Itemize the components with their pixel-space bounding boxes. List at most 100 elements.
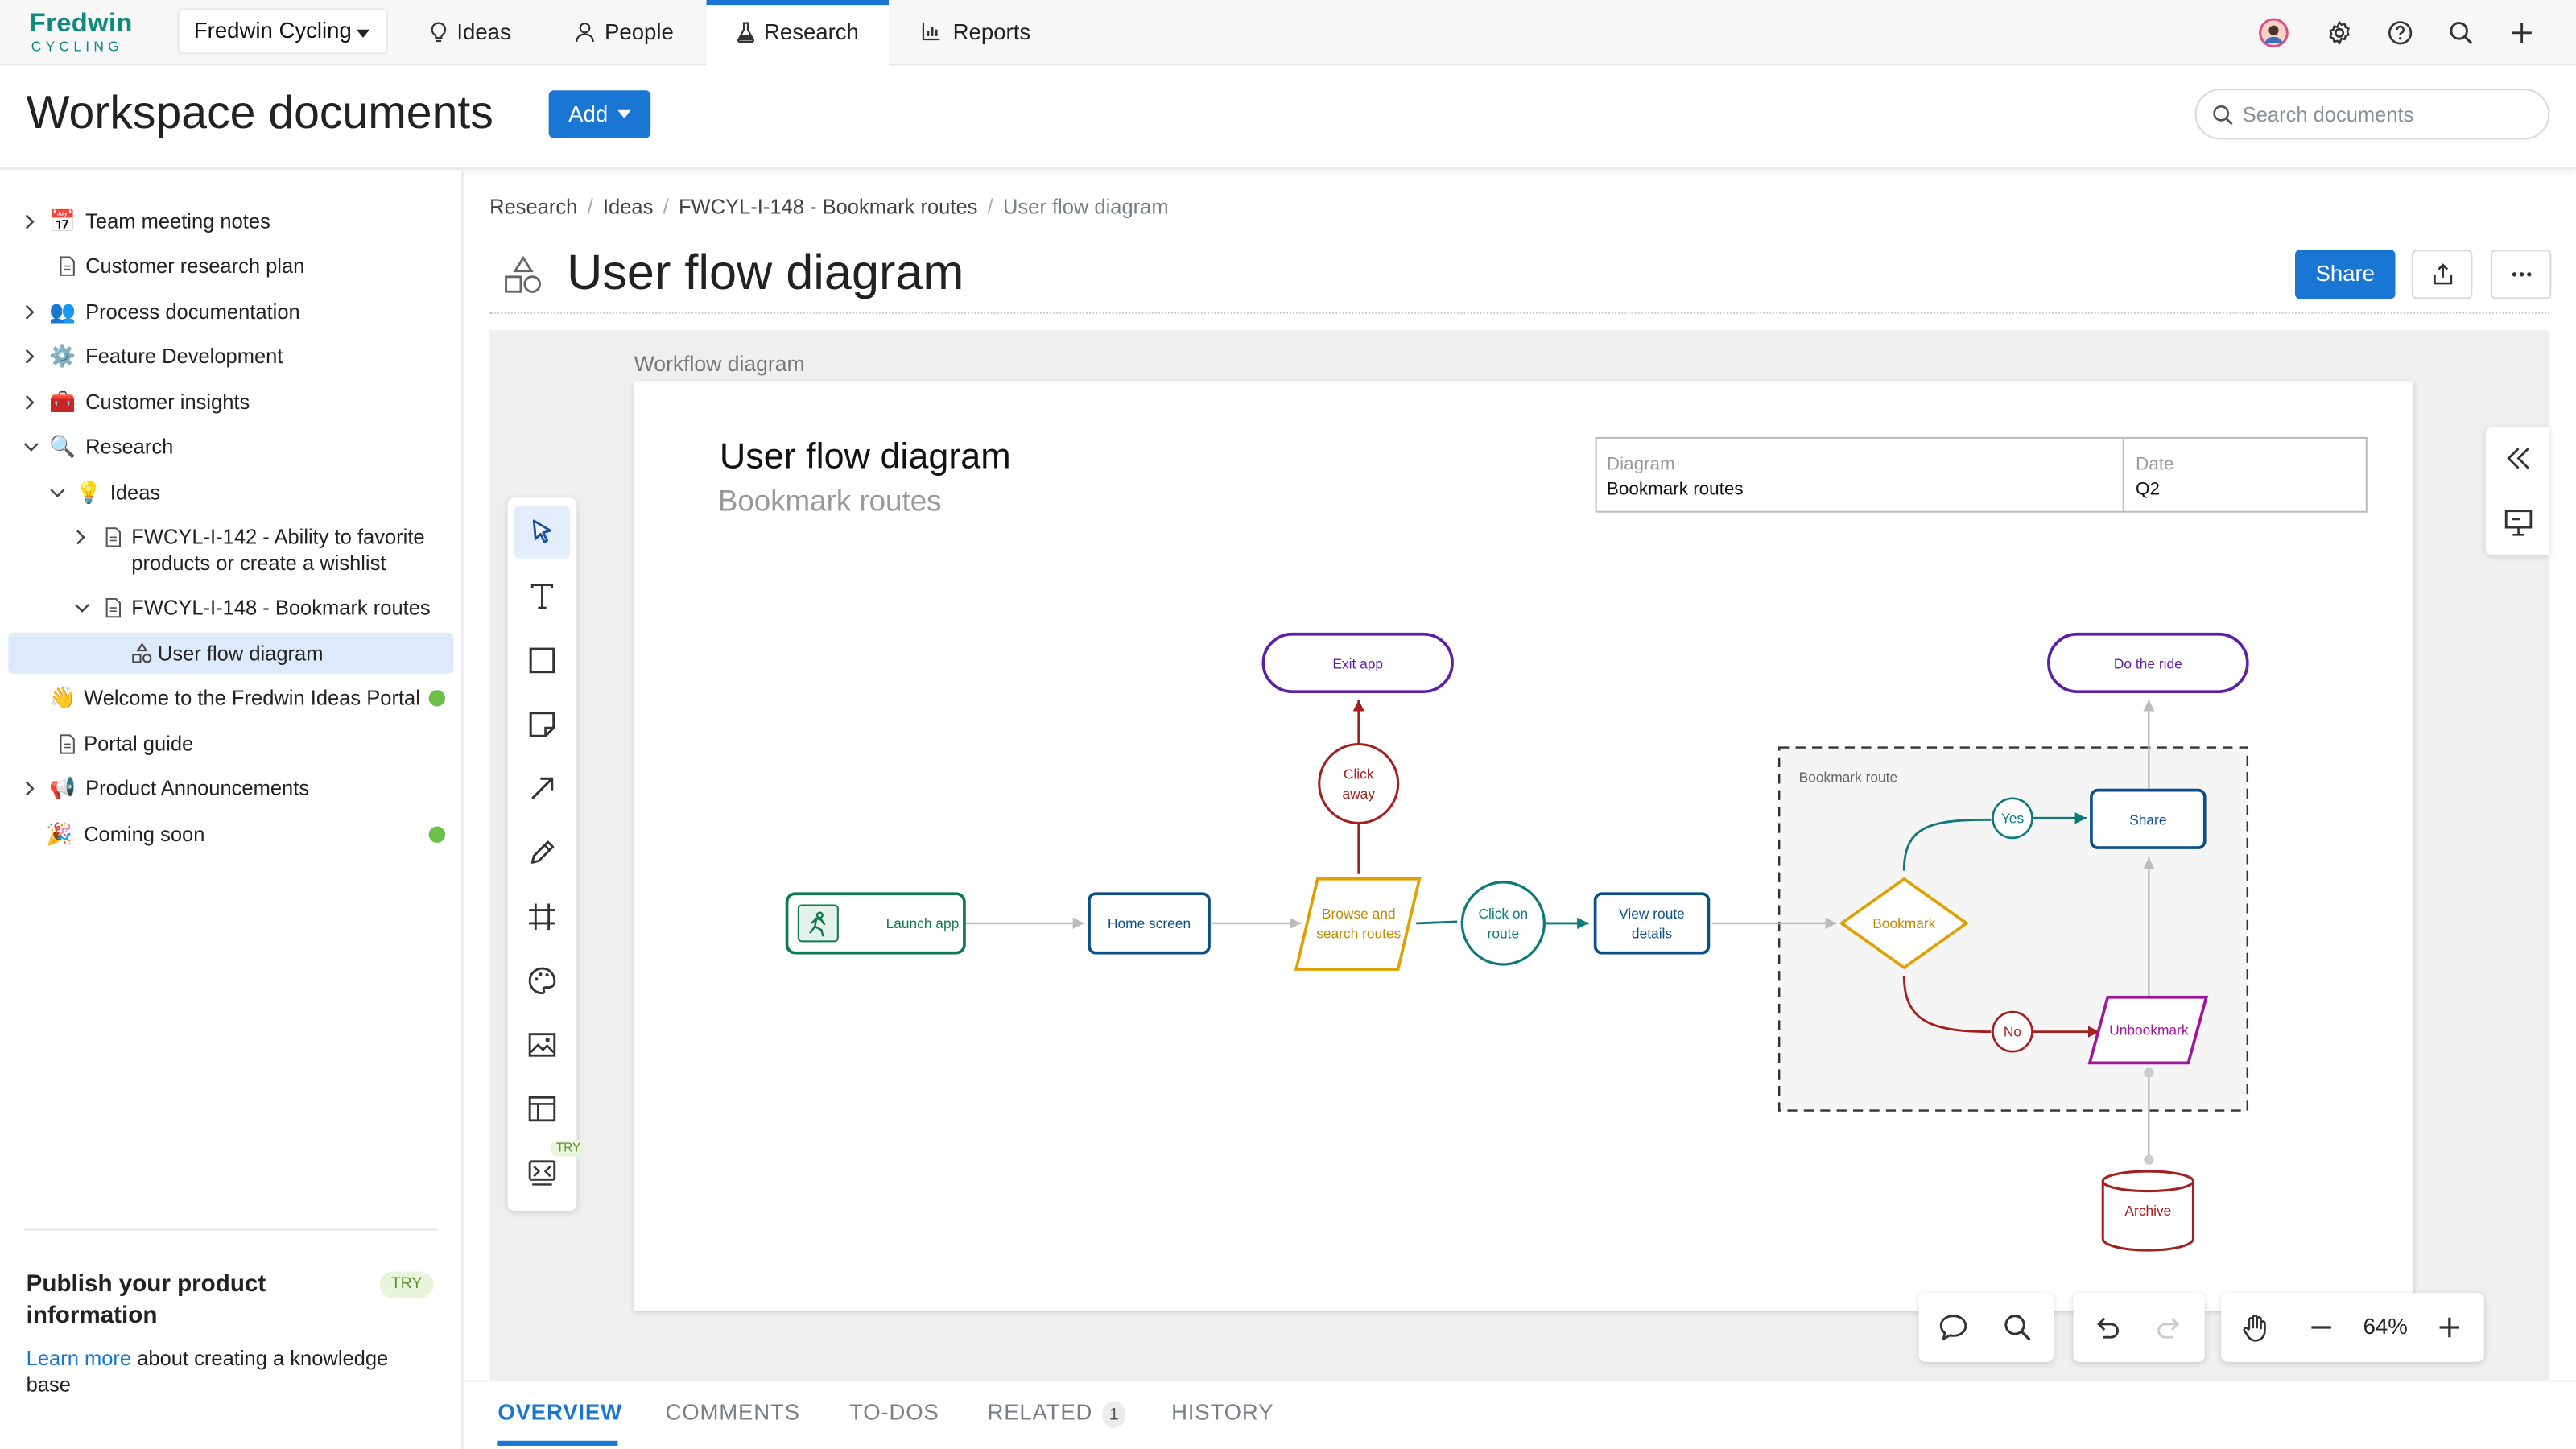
- breadcrumb-separator: /: [663, 195, 669, 219]
- node-home-screen[interactable]: [1088, 892, 1211, 955]
- sidebar-item-ideas[interactable]: 💡 Ideas: [49, 480, 450, 506]
- user-flow-diagram: [785, 632, 2249, 1252]
- nav-tab-research[interactable]: Research: [706, 0, 890, 66]
- sidebar-item-fwcyl-i-142[interactable]: FWCYL-I-142 - Ability to favorite produc…: [74, 524, 450, 576]
- lightbulb-icon: 💡: [75, 479, 102, 505]
- sidebar-item-research[interactable]: 🔍 Research: [23, 434, 451, 460]
- nav-tab-people[interactable]: People: [575, 0, 690, 66]
- node-archive[interactable]: [2101, 1181, 2194, 1252]
- plus-icon[interactable]: [2505, 16, 2538, 49]
- ai-diagram-tool[interactable]: [514, 1146, 570, 1199]
- node-no[interactable]: [1992, 1010, 2033, 1053]
- hand-pan-icon[interactable]: [2240, 1311, 2273, 1344]
- fredwin-logo[interactable]: Fredwin CYCLING: [30, 10, 145, 54]
- text-tool[interactable]: [514, 570, 570, 622]
- sidebar-item-label: User flow diagram: [157, 642, 324, 666]
- search-documents-input[interactable]: [2242, 100, 2539, 130]
- presentation-icon[interactable]: [2504, 508, 2533, 538]
- diagram-title: User flow diagram: [719, 435, 1011, 477]
- sidebar-item-user-flow-diagram[interactable]: User flow diagram: [128, 641, 450, 667]
- node-click-away[interactable]: [1318, 742, 1400, 824]
- promo-title: Publish your product information: [26, 1271, 266, 1330]
- breadcrumb-ideas[interactable]: Ideas: [602, 195, 654, 219]
- right-side-panel: [2485, 427, 2550, 555]
- node-do-the-ride[interactable]: [2047, 632, 2249, 694]
- export-button[interactable]: [2411, 250, 2473, 299]
- tab-to-dos[interactable]: TO-DOS: [849, 1399, 939, 1425]
- try-badge: TRY: [379, 1271, 434, 1298]
- rectangle-tool[interactable]: [514, 634, 570, 687]
- frame-tool[interactable]: [514, 890, 570, 943]
- sticky-note-tool[interactable]: [514, 698, 570, 750]
- undo-redo-controls: [2073, 1293, 2205, 1362]
- sidebar-item-label: Research: [85, 435, 174, 459]
- arrow-tool[interactable]: [514, 762, 570, 815]
- breadcrumb: Research/Ideas/FWCYL-I-148 - Bookmark ro…: [489, 196, 1168, 219]
- connector-arrow: [1902, 976, 1992, 1034]
- sidebar-item-label: Customer insights: [85, 390, 250, 415]
- search-icon[interactable]: [2445, 16, 2478, 49]
- sidebar-item-customer-research-plan[interactable]: Customer research plan: [23, 253, 451, 279]
- zoom-level[interactable]: 64%: [2363, 1314, 2408, 1340]
- sidebar-item-customer-insights[interactable]: 🧰 Customer insights: [23, 390, 451, 416]
- sidebar-item-feature-development[interactable]: ⚙️ Feature Development: [23, 344, 451, 370]
- tab-history[interactable]: HISTORY: [1171, 1399, 1274, 1425]
- pen-tool[interactable]: [514, 827, 570, 879]
- document-icon: [105, 527, 121, 547]
- meta-date-value: Q2: [2136, 479, 2161, 500]
- document-icon: [105, 597, 121, 618]
- node-click-on-route[interactable]: [1460, 881, 1546, 966]
- bar-chart-icon: [922, 23, 940, 41]
- template-tool[interactable]: [514, 1083, 570, 1135]
- image-tool[interactable]: [514, 1018, 570, 1071]
- nav-tab-ideas[interactable]: Ideas: [431, 0, 529, 66]
- zoom-in-icon[interactable]: [2437, 1315, 2463, 1341]
- sidebar-item-coming-soon[interactable]: 🎉 Coming soon: [23, 821, 451, 848]
- add-button[interactable]: Add: [548, 90, 651, 138]
- node-share[interactable]: [2090, 788, 2207, 849]
- sidebar-item-process-documentation[interactable]: 👥 Process documentation: [23, 299, 451, 325]
- share-button[interactable]: Share: [2294, 250, 2396, 299]
- breadcrumb-fwcyl-i-148[interactable]: FWCYL-I-148 - Bookmark routes: [678, 195, 978, 219]
- sidebar-item-team-meeting-notes[interactable]: 📅 Team meeting notes: [23, 208, 451, 235]
- settings-gear-icon[interactable]: [2323, 16, 2356, 49]
- sidebar-item-label: Team meeting notes: [85, 210, 270, 233]
- add-button-label: Add: [568, 101, 609, 127]
- chevron-down-icon: [23, 443, 39, 452]
- sidebar-item-fwcyl-i-148[interactable]: FWCYL-I-148 - Bookmark routes: [74, 595, 450, 621]
- user-avatar[interactable]: [2257, 16, 2290, 49]
- select-tool[interactable]: [514, 506, 571, 559]
- comment-icon[interactable]: [1937, 1311, 1970, 1344]
- breadcrumb-research[interactable]: Research: [489, 195, 578, 219]
- document-icon: [60, 256, 75, 276]
- chevron-down-icon: [75, 604, 90, 613]
- node-unbookmark[interactable]: [2087, 995, 2209, 1065]
- tab-comments[interactable]: COMMENTS: [665, 1399, 800, 1425]
- sidebar-item-product-announcements[interactable]: 📢 Product Announcements: [23, 775, 451, 802]
- more-options-button[interactable]: [2490, 250, 2552, 299]
- sidebar-item-welcome-portal[interactable]: 👋 Welcome to the Fredwin Ideas Portal: [23, 685, 451, 712]
- node-bookmark-decision[interactable]: [1839, 877, 1970, 970]
- search-icon[interactable]: [2001, 1311, 2034, 1344]
- node-browse-search[interactable]: [1294, 877, 1422, 971]
- sidebar-item-portal-guide[interactable]: Portal guide: [23, 731, 451, 758]
- workspace-selector[interactable]: Fredwin Cycling: [177, 8, 388, 55]
- active-tab-indicator: [497, 1440, 618, 1446]
- learn-more-link[interactable]: Learn more: [26, 1347, 132, 1371]
- rectangle-icon: [529, 647, 555, 674]
- sidebar-item-label: Coming soon: [84, 823, 205, 847]
- undo-icon[interactable]: [2091, 1313, 2121, 1343]
- collapse-double-chevron-icon[interactable]: [2505, 447, 2532, 470]
- help-icon[interactable]: [2384, 16, 2417, 49]
- node-yes[interactable]: [1992, 797, 2033, 840]
- style-palette-tool[interactable]: [514, 955, 570, 1007]
- tab-overview[interactable]: OVERVIEW: [497, 1399, 622, 1425]
- search-documents-box[interactable]: [2194, 89, 2550, 140]
- redo-icon[interactable]: [2156, 1313, 2186, 1343]
- running-person-icon: [809, 911, 826, 937]
- zoom-out-icon[interactable]: [2308, 1315, 2334, 1341]
- node-view-route-details[interactable]: [1593, 892, 1711, 955]
- node-exit-app[interactable]: [1261, 632, 1454, 694]
- nav-tab-reports[interactable]: Reports: [922, 0, 1053, 66]
